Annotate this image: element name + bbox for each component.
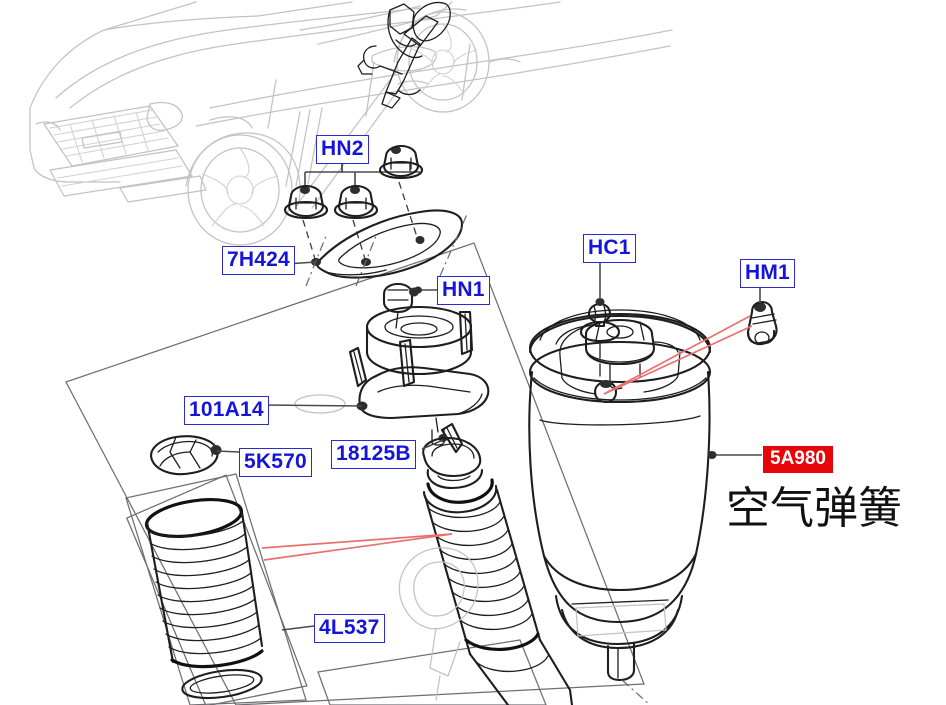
red-pointer-lines (261, 315, 753, 561)
hn2-nut-1 (283, 184, 329, 220)
top-mount-studs (348, 310, 474, 388)
hn2-nut-2 (333, 184, 379, 220)
5a980-air-spring (528, 309, 712, 705)
bellows-ribs (147, 520, 262, 655)
5k570-jounce-bumper (150, 435, 222, 476)
7h424-upper-arm (305, 209, 469, 287)
ghost-knuckle (398, 547, 479, 701)
hn2-nuts-group (283, 144, 424, 263)
callout-hc1[interactable]: HC1 (583, 234, 636, 263)
4l537-dust-boot (144, 498, 264, 700)
air-spring-rim-bolt (593, 380, 618, 404)
vehicle-illustration (29, 1, 673, 246)
lower-subgroup-box (317, 639, 547, 705)
101a14-top-mount (294, 305, 490, 446)
hn2-nut-3 (378, 144, 424, 180)
vehicle-rear-suspension-highlight (357, 1, 451, 109)
callout-hm1[interactable]: HM1 (740, 259, 795, 288)
callout-4l537[interactable]: 4L537 (314, 614, 385, 643)
air-spring-chinese-label: 空气弹簧 (726, 483, 902, 534)
callout-101a14[interactable]: 101A14 (184, 396, 269, 425)
callout-5k570[interactable]: 5K570 (239, 448, 312, 477)
bellows-subgroup-box (125, 473, 308, 705)
callout-hn2[interactable]: HN2 (316, 135, 369, 164)
shock-boot-ribs (427, 501, 533, 631)
front-wheel (187, 134, 293, 246)
parts-group-box (65, 242, 645, 705)
18125b-shock-absorber (422, 422, 574, 705)
rear-wheel (396, 11, 490, 113)
hm1-sensor (746, 300, 778, 346)
callout-5a980-highlight[interactable]: 5A980 (763, 446, 833, 473)
callout-7h424[interactable]: 7H424 (222, 246, 295, 275)
callout-18125b[interactable]: 18125B (331, 440, 416, 469)
callout-hn1[interactable]: HN1 (437, 276, 490, 305)
